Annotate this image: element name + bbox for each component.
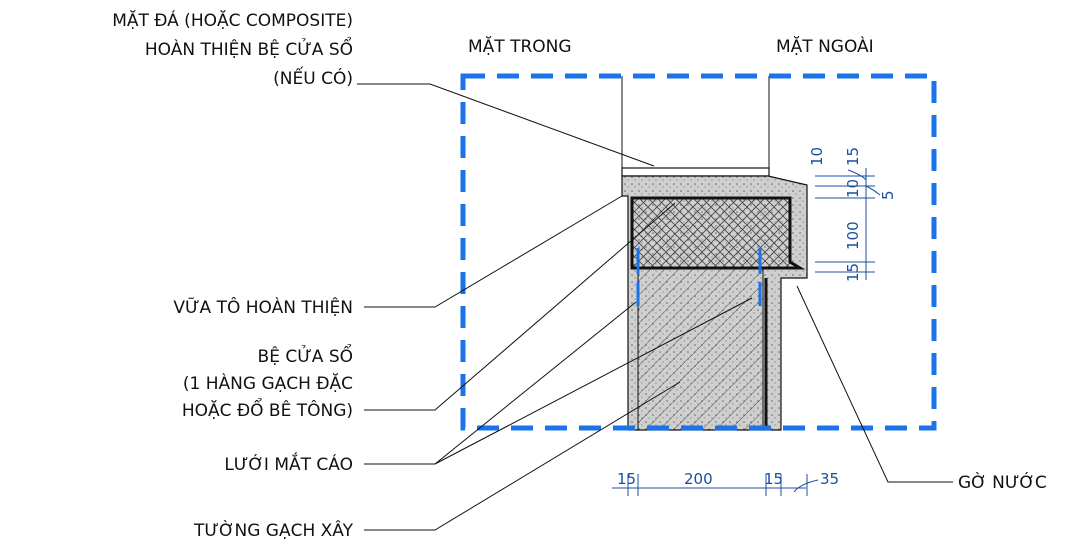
dim-bottom-15a: 15 xyxy=(617,470,636,488)
dim-right-10b: 10 xyxy=(844,179,862,198)
mat-ngoai-label: MẶT NGOÀI xyxy=(776,35,874,57)
right-dimensions xyxy=(815,168,881,280)
mat-da-line3: (NẾU CÓ) xyxy=(273,65,353,89)
mesh-markers xyxy=(636,248,762,306)
dim-bottom-15b: 15 xyxy=(764,470,783,488)
dim-right-10a: 10 xyxy=(808,147,826,166)
luoi-mat-cao-label: LƯỚI MẮT CÁO xyxy=(224,451,353,475)
callout-box xyxy=(460,73,937,431)
dim-right-5: 5 xyxy=(879,190,897,200)
brick-wall xyxy=(638,268,763,430)
tuong-gach-xay-label: TƯỜNG GẠCH XÂY xyxy=(193,519,354,541)
mat-trong-label: MẶT TRONG xyxy=(468,35,572,57)
dim-bottom-35: 35 xyxy=(820,470,839,488)
dim-right-15a: 15 xyxy=(844,147,862,166)
bottom-dimensions xyxy=(612,474,819,496)
go-nuoc-label: GỜ NƯỚC xyxy=(958,471,1047,493)
dim-right-15b: 15 xyxy=(844,263,862,282)
be-cua-so-line3: HOẶC ĐỔ BÊ TÔNG) xyxy=(182,397,353,421)
leader-lines xyxy=(357,83,953,531)
window-frame xyxy=(621,76,770,168)
mat-da-line2: HOÀN THIỆN BỆ CỬA SỔ xyxy=(145,36,353,60)
stone-finish xyxy=(621,167,770,177)
vua-to-label: VỮA TÔ HOÀN THIỆN xyxy=(173,296,353,318)
dim-right-100: 100 xyxy=(844,221,862,250)
dim-bottom-200: 200 xyxy=(684,470,713,488)
mat-da-line1: MẶT ĐÁ (HOẶC COMPOSITE) xyxy=(112,9,353,31)
window-sill-block xyxy=(630,196,806,270)
be-cua-so-line1: BỆ CỬA SỔ xyxy=(258,343,353,367)
be-cua-so-line2: (1 HÀNG GẠCH ĐẶC xyxy=(183,372,353,394)
